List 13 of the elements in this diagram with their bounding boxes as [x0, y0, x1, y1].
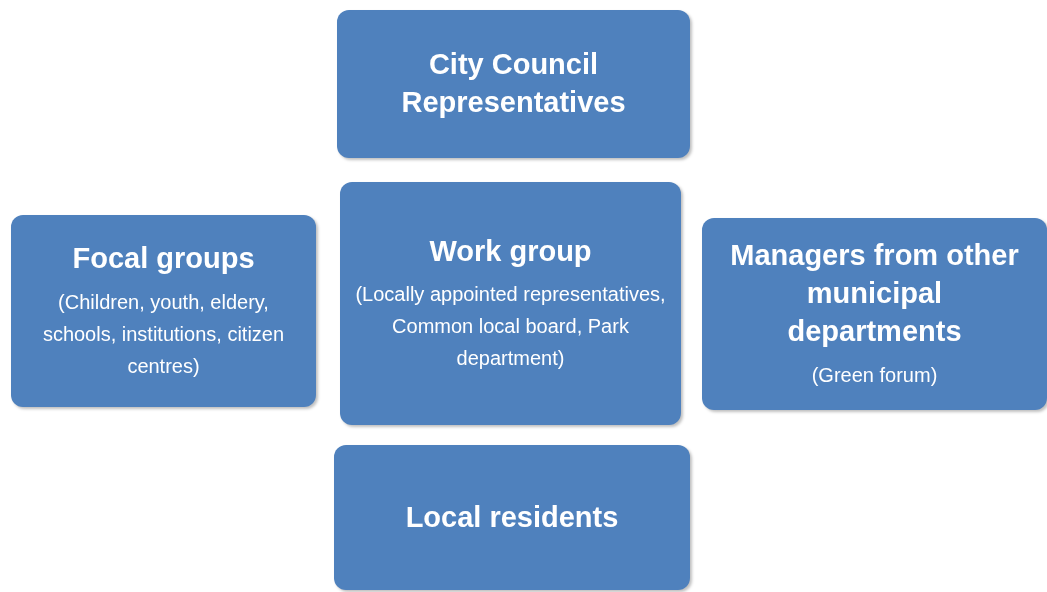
- box-heading: Local residents: [405, 499, 619, 535]
- group-box: [11, 215, 316, 407]
- group-box: [702, 218, 1047, 410]
- box-heading: Managers from other municipal departments: [729, 238, 1020, 349]
- box-description: (Green forum): [811, 362, 938, 388]
- group-box: [337, 10, 690, 158]
- box-heading: Focal groups: [72, 241, 255, 277]
- box-description: (Children, youth, eldery, schools, institutions, citizen centres): [41, 289, 286, 379]
- box-heading: City Council Representatives: [400, 47, 627, 120]
- box-heading: Work group: [429, 233, 592, 269]
- group-box: [334, 445, 690, 590]
- box-description: (Locally appointed representatives, Common local board, Park department): [354, 282, 667, 372]
- group-box: [340, 182, 681, 425]
